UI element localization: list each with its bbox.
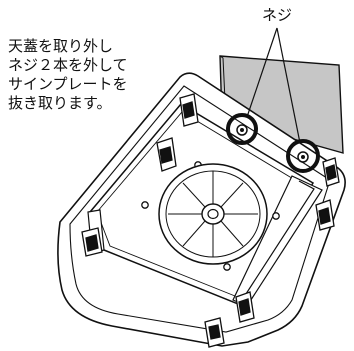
clip [235,291,255,323]
clip [179,93,199,127]
center-disc [158,163,268,265]
instruction-line: ネジ２本を外して [8,56,128,74]
screw-left [226,113,258,145]
instruction-line: 抜き取ります。 [8,94,112,112]
callout-leaders [246,27,301,144]
base-inner [69,85,331,333]
screw-callout-label: ネジ [262,6,293,24]
instruction-text: 天蓋を取り外し ネジ２本を外して サインプレートを 抜き取ります。 [8,37,178,113]
instruction-line: 天蓋を取り外し [8,37,114,55]
screw-right [286,139,320,173]
clip [204,317,225,348]
clip [322,157,340,187]
instruction-line: サインプレートを [8,75,128,93]
clip [156,137,177,172]
clip [315,199,335,231]
mounting-holes [141,161,280,271]
clip [81,227,103,257]
